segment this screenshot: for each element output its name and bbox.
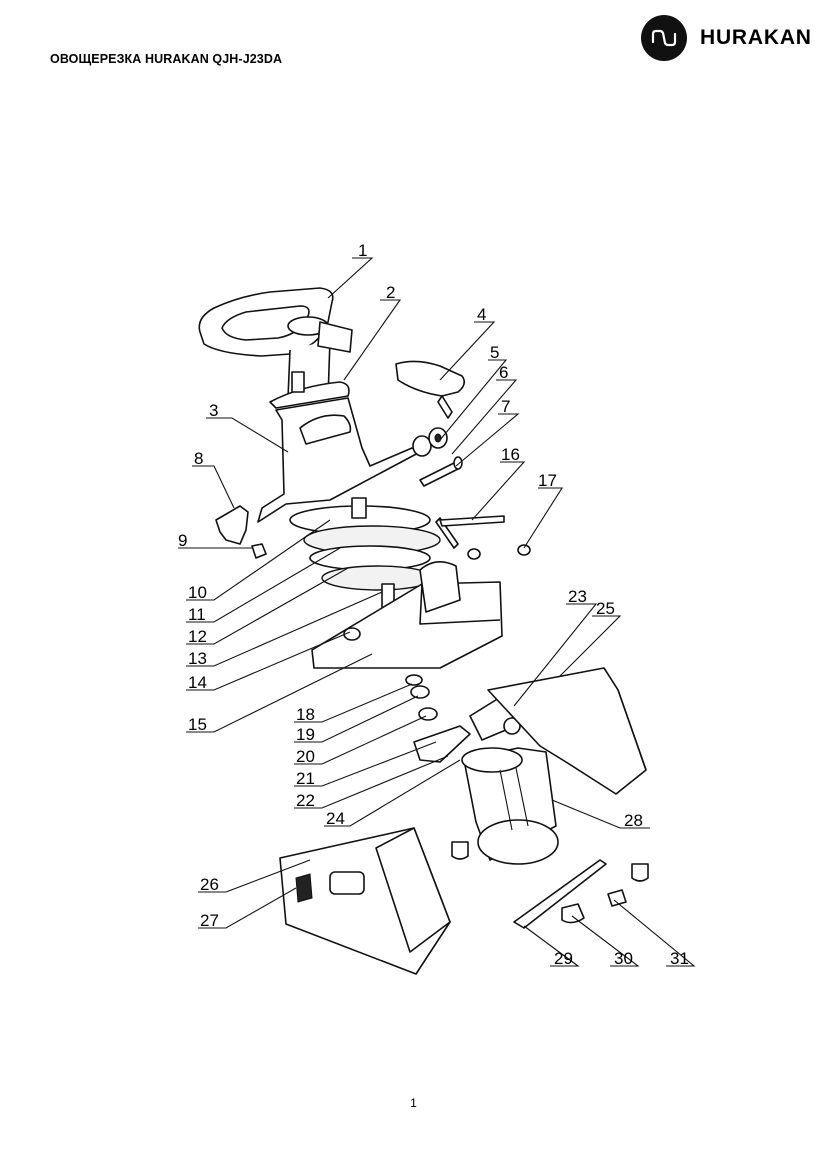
part-14-15-housing [311, 561, 503, 669]
page-number: 1 [410, 1096, 417, 1110]
part-16-allen-key [435, 515, 505, 549]
part-7-bolt [419, 456, 463, 487]
callout-6: 6 [499, 363, 508, 382]
callout-17: 17 [538, 471, 557, 490]
callout-14: 14 [188, 673, 207, 692]
part-17-nut-left [467, 548, 481, 560]
part-4-lever [395, 360, 466, 419]
callout-10: 10 [188, 583, 207, 602]
callout-18: 18 [296, 705, 315, 724]
callout-30: 30 [614, 949, 633, 968]
callout-24: 24 [326, 809, 345, 828]
callout-3: 3 [209, 401, 218, 420]
callout-22: 22 [296, 791, 315, 810]
callout-12: 12 [188, 627, 207, 646]
callout-26: 26 [200, 875, 219, 894]
callout-19: 19 [296, 725, 315, 744]
callout-labels: 1 2 3 4 5 6 7 8 9 10 11 12 13 14 15 16 1… [178, 241, 689, 968]
callout-7: 7 [501, 397, 510, 416]
callout-13: 13 [188, 649, 207, 668]
part-17-nut-right [517, 544, 531, 556]
hurakan-logo-icon [641, 15, 687, 61]
callout-8: 8 [194, 449, 203, 468]
callout-4: 4 [477, 305, 486, 324]
brand-name: HURAKAN [700, 26, 812, 49]
part-3-hopper-lid [257, 397, 421, 523]
callout-25: 25 [596, 599, 615, 618]
part-18-22-coupling [405, 674, 471, 763]
callout-23: 23 [568, 587, 587, 606]
document-title: ОВОЩЕРЕЗКА HURAKAN QJH-J23DA [50, 52, 283, 66]
callout-11: 11 [188, 605, 206, 624]
part-8-9-clip [215, 505, 267, 559]
callout-29: 29 [554, 949, 573, 968]
callout-31: 31 [670, 949, 689, 968]
callout-28: 28 [624, 811, 643, 830]
leader-lines [178, 257, 696, 967]
part-23-25-bracket-guard [469, 667, 647, 795]
brand-logo: HURAKAN [641, 15, 812, 61]
part-26-base [279, 827, 451, 975]
part-29-base-plate [513, 859, 607, 929]
callout-1: 1 [358, 241, 367, 260]
callout-9: 9 [178, 531, 187, 550]
part-28-motor [461, 747, 559, 865]
part-feet [451, 841, 649, 924]
callout-15: 15 [188, 715, 207, 734]
callout-27: 27 [200, 911, 219, 930]
callout-20: 20 [296, 747, 315, 766]
part-10-13-cutting-discs [289, 497, 441, 611]
callout-16: 16 [501, 445, 520, 464]
callout-2: 2 [386, 283, 395, 302]
callout-21: 21 [296, 769, 315, 788]
callout-5: 5 [490, 343, 499, 362]
part-5-washers [412, 427, 448, 457]
part-2-pusher-plate [269, 371, 350, 409]
